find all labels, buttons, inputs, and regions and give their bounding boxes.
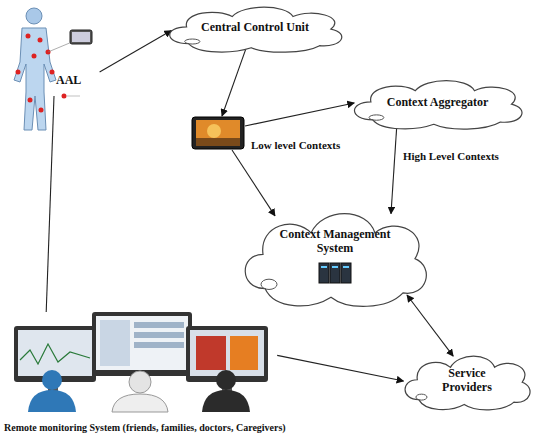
- monitoring-node: Remote monitoring System (friends, famil…: [0, 312, 385, 436]
- connector: [46, 96, 54, 312]
- node-text: Central Control Unit: [201, 21, 309, 35]
- connector: [100, 31, 172, 72]
- cloud-icon: [261, 279, 277, 289]
- flow-label: Low level Contexts: [250, 139, 341, 151]
- tablet-device: [192, 117, 244, 149]
- server-light: [343, 266, 349, 268]
- cloud-outline: [354, 81, 522, 129]
- node-text: AAL: [56, 74, 81, 88]
- cloud-outline: [405, 356, 530, 410]
- server-light: [332, 266, 338, 268]
- server-icon: [317, 261, 353, 285]
- cloud-node: Service Providers: [398, 350, 536, 412]
- monitoring-station: [14, 312, 268, 412]
- node-text: Context Management System: [275, 228, 395, 256]
- cloud-icon: [185, 39, 200, 44]
- edge-label: High Level Contexts: [402, 150, 500, 162]
- cloud-icon: [416, 394, 427, 400]
- connector: [391, 125, 397, 213]
- node-text: Remote monitoring System (friends, famil…: [4, 422, 286, 434]
- server-light: [321, 266, 327, 268]
- server-unit: [341, 263, 351, 283]
- cloud-shape: [235, 203, 435, 310]
- server-unit: [330, 263, 340, 283]
- cloud-outline: [170, 7, 342, 52]
- cloud-node: Context Aggregator: [345, 75, 530, 131]
- connector: [277, 355, 403, 381]
- cloud-node: Context Management System: [235, 203, 435, 310]
- tablet-link: [245, 103, 354, 126]
- server-unit: [319, 263, 329, 283]
- person-label: AAL: [54, 72, 102, 96]
- cloud-outline: [245, 214, 426, 307]
- node-text: Context Aggregator: [387, 96, 488, 110]
- cloud-icon: [369, 115, 384, 120]
- tablet-link: [222, 50, 246, 116]
- cloud-node: Central Control Unit: [160, 2, 350, 54]
- connector: [407, 295, 453, 356]
- node-text: Service Providers: [426, 367, 509, 395]
- tablet-link: [232, 150, 275, 216]
